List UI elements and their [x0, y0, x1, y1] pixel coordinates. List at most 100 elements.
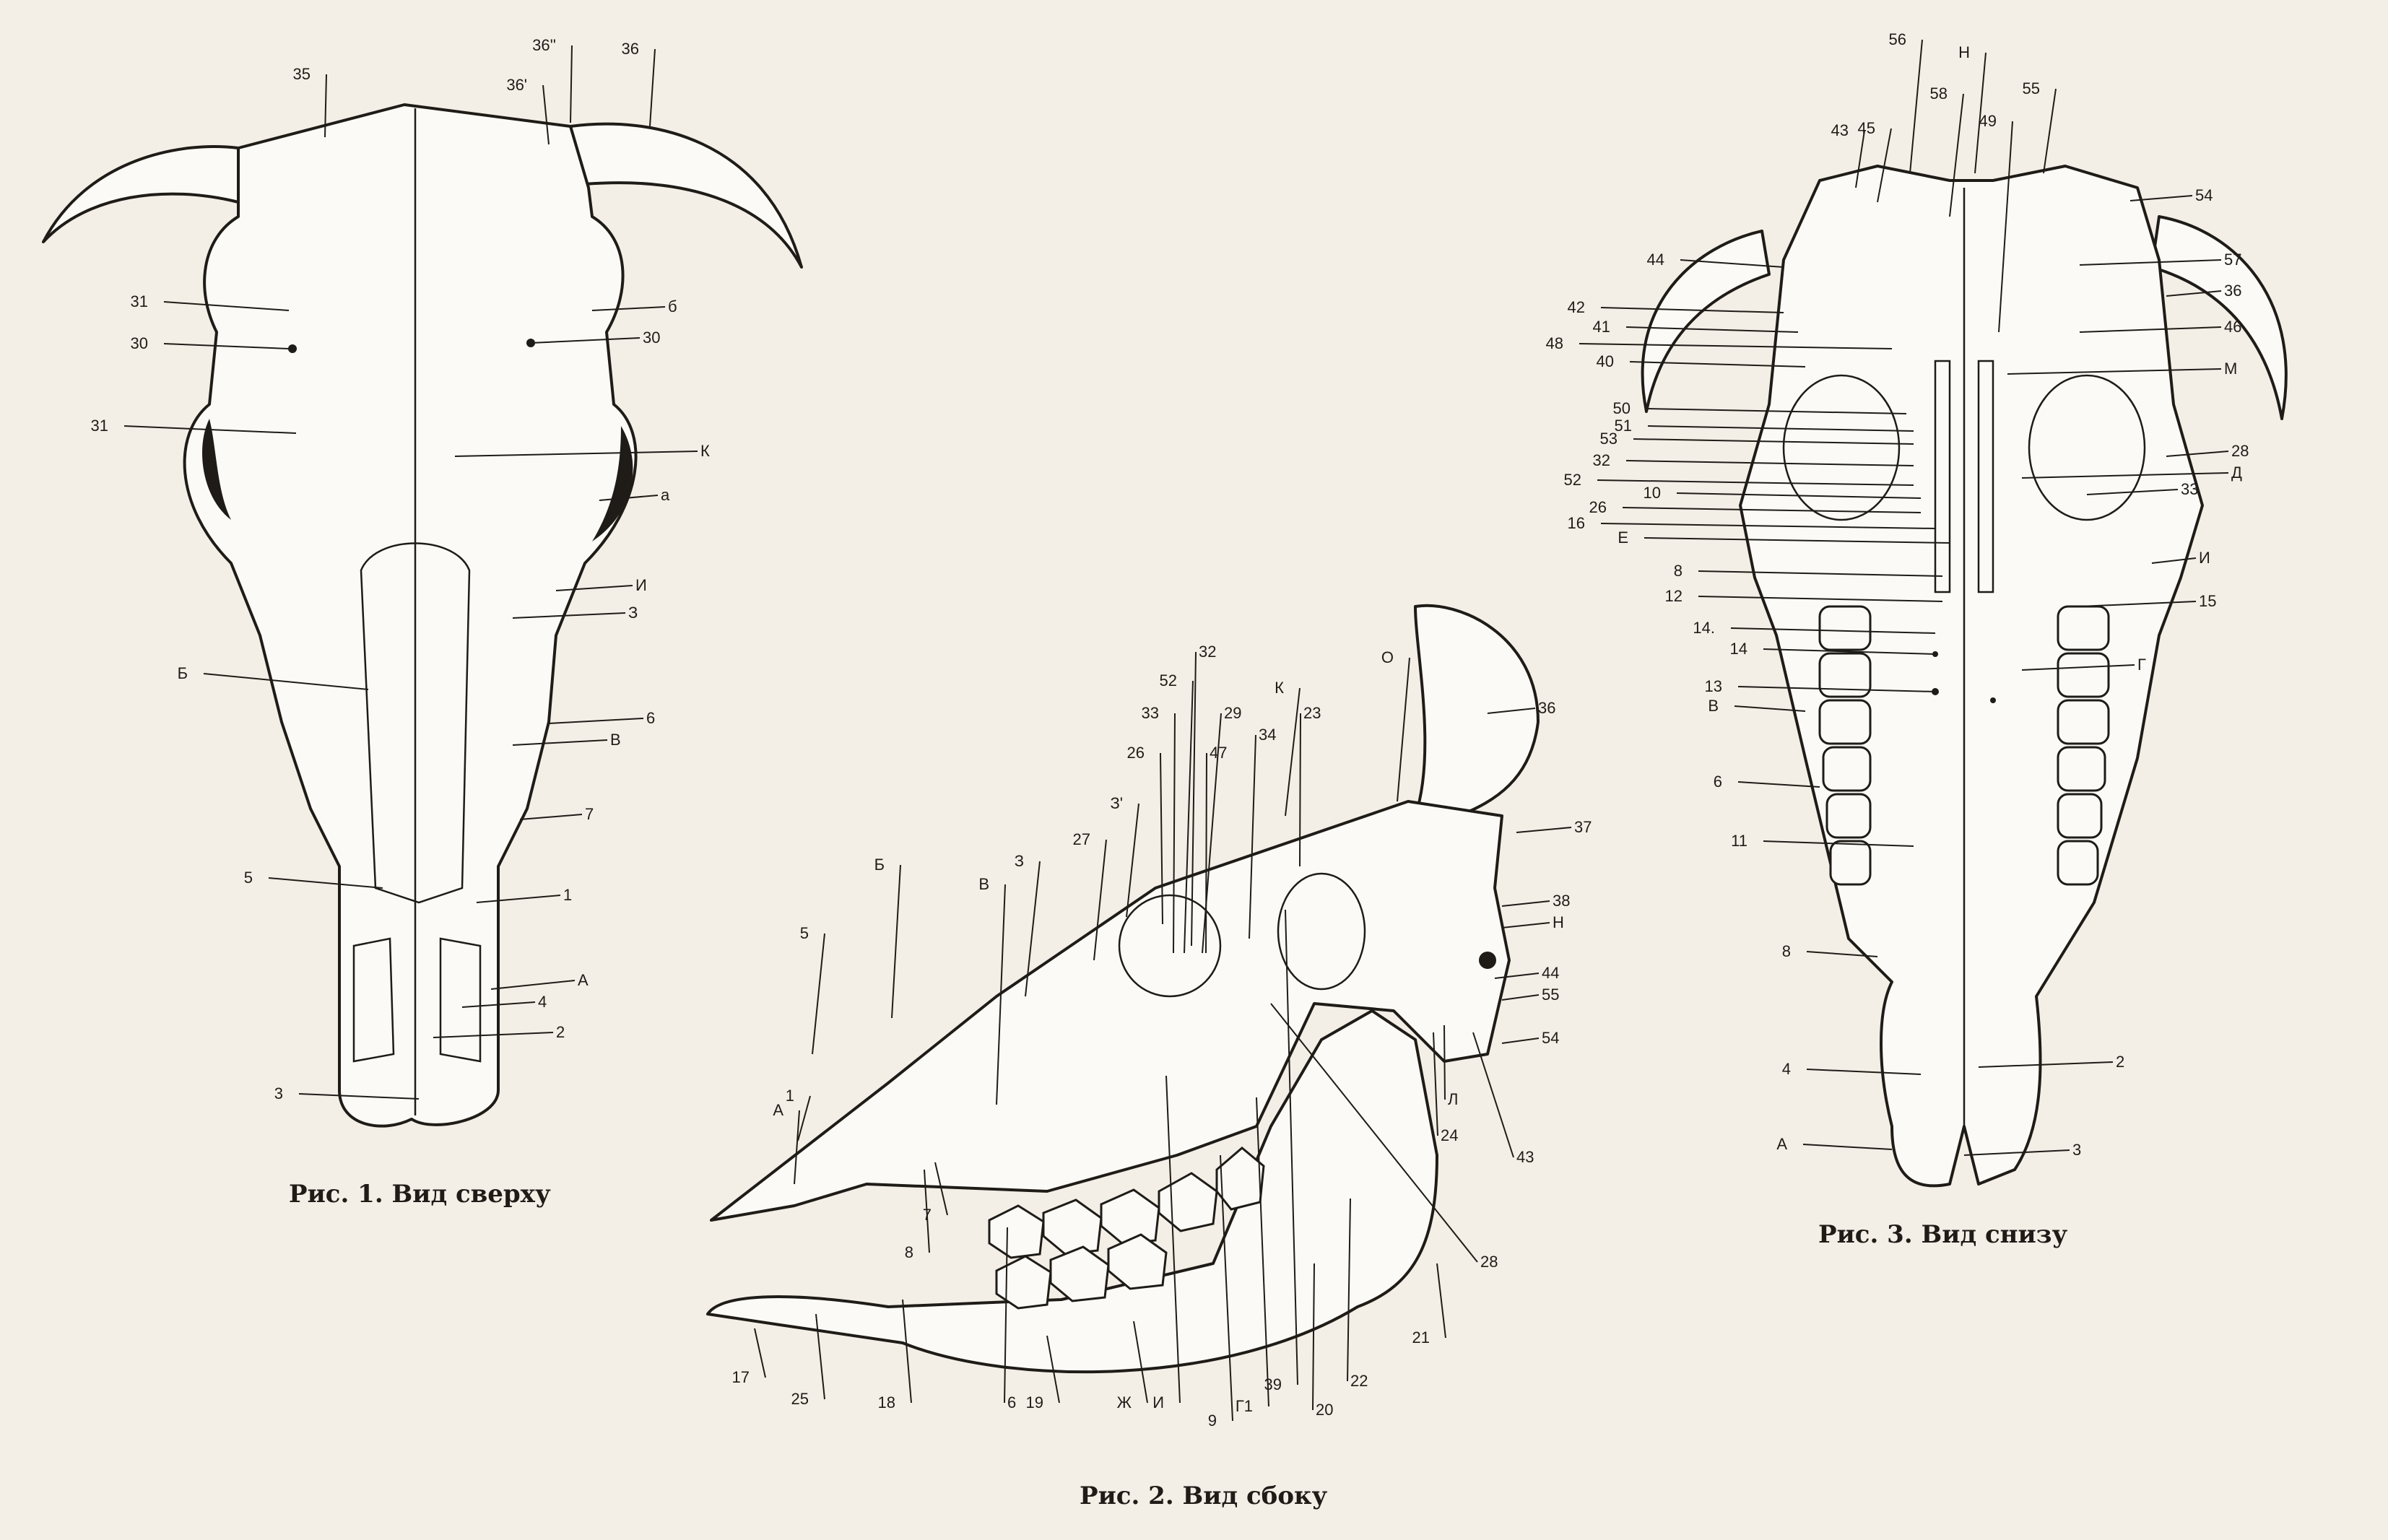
- callout-label: 3: [2072, 1141, 2081, 1159]
- leader-line: [570, 45, 573, 123]
- callout-label: 46: [2224, 318, 2241, 336]
- leader-line: [1646, 408, 1907, 414]
- callout-label: 33: [2181, 480, 2198, 498]
- callout-label: 10: [1644, 484, 1661, 502]
- callout-label: 55: [2023, 79, 2040, 97]
- leader-line: [1285, 909, 1298, 1385]
- callout-label: 52: [1564, 471, 1581, 489]
- callout-label: 8: [1674, 562, 1683, 580]
- callout-label: 36'': [532, 36, 556, 54]
- leader-line: [454, 451, 698, 457]
- callout-label: 16: [1568, 514, 1585, 532]
- callout-label: Е: [1618, 528, 1628, 547]
- right-incisive-fissure: [439, 937, 482, 1063]
- leader-line: [1173, 713, 1176, 954]
- callout-label: Л: [1448, 1090, 1458, 1108]
- nasal-bones: [360, 542, 471, 904]
- figure-1-caption: Рис. 1. Вид сверху: [289, 1180, 551, 1209]
- figure-2-skull-side-view: [706, 604, 1540, 1374]
- leader-line: [1909, 39, 1923, 174]
- leader-line: [1806, 1069, 1922, 1075]
- callout-label: 43: [1831, 121, 1849, 139]
- callout-label: 19: [1026, 1393, 1043, 1411]
- leader-line: [1737, 686, 1936, 692]
- leader-line: [996, 884, 1006, 1105]
- left-molar-row: [1818, 605, 1872, 886]
- callout-label: 11: [1731, 832, 1747, 850]
- leader-line: [1191, 651, 1197, 947]
- leader-line: [2079, 326, 2222, 333]
- leader-line: [1494, 973, 1540, 979]
- callout-label: 8: [905, 1243, 913, 1261]
- bottom-left-horn: [1641, 230, 1771, 413]
- leader-line: [1698, 570, 1943, 577]
- callout-label: 40: [1597, 352, 1614, 370]
- callout-label: 50: [1613, 399, 1631, 417]
- callout-label: 36': [506, 76, 527, 94]
- leader-line: [461, 1001, 536, 1008]
- leader-line: [1579, 343, 1893, 349]
- leader-line: [1730, 627, 1936, 634]
- leader-line: [203, 673, 369, 690]
- callout-label: Б: [178, 664, 188, 682]
- callout-label: 29: [1224, 704, 1241, 722]
- leader-line: [1501, 994, 1540, 1001]
- leader-line: [1299, 713, 1301, 867]
- callout-label: 9: [1208, 1411, 1217, 1430]
- leader-line: [891, 864, 901, 1019]
- side-horn: [1414, 604, 1540, 817]
- callout-label: 36: [1538, 699, 1555, 717]
- leader-line: [1622, 507, 1922, 513]
- leader-line: [1270, 1003, 1478, 1263]
- leader-line: [1737, 781, 1820, 788]
- callout-label: 15: [2199, 592, 2216, 610]
- leader-line: [2129, 195, 2193, 201]
- leader-line: [902, 1299, 912, 1404]
- leader-line: [1487, 708, 1536, 714]
- callout-label: 44: [1647, 251, 1664, 269]
- leader-line: [1998, 121, 2013, 333]
- leader-line: [1165, 1075, 1181, 1404]
- leader-line: [924, 1169, 930, 1253]
- leader-line: [512, 739, 608, 746]
- figure-1-skull-top-view: [42, 103, 803, 1128]
- leader-line: [1600, 307, 1784, 313]
- callout-label: 33: [1142, 704, 1159, 722]
- callout-label: 48: [1546, 334, 1563, 352]
- foramen-dot-3: [1990, 697, 1996, 703]
- callout-label: Н: [1553, 913, 1564, 931]
- leader-line: [1600, 523, 1936, 529]
- leader-line: [1501, 1037, 1540, 1044]
- leader-line: [1347, 1198, 1351, 1382]
- ear-opening: [1479, 952, 1496, 969]
- leader-line: [649, 48, 656, 127]
- callout-label: З: [1015, 852, 1024, 870]
- leader-line: [2166, 290, 2222, 297]
- callout-label: 58: [1930, 84, 1948, 103]
- callout-label: а: [661, 486, 670, 504]
- leader-line: [1184, 680, 1194, 954]
- left-orbit-bottom: [1782, 374, 1901, 521]
- leader-line: [298, 1093, 420, 1100]
- right-molar-row: [2057, 605, 2110, 886]
- leader-line: [1133, 1321, 1148, 1404]
- leader-line: [1160, 752, 1163, 925]
- leader-line: [268, 877, 383, 889]
- callout-label: О: [1381, 648, 1394, 666]
- leader-line: [433, 1032, 554, 1038]
- leader-line: [1397, 657, 1410, 802]
- callout-label: Г1: [1236, 1397, 1253, 1415]
- leader-line: [1597, 479, 1914, 486]
- leader-line: [490, 980, 576, 990]
- callout-label: 7: [585, 805, 594, 823]
- callout-label: 47: [1210, 744, 1227, 762]
- callout-label: З': [1111, 794, 1124, 812]
- leader-line: [1625, 326, 1799, 333]
- callout-label: 17: [732, 1368, 750, 1386]
- callout-label: 21: [1412, 1328, 1430, 1347]
- leader-line: [123, 425, 297, 434]
- orbit: [1118, 894, 1222, 998]
